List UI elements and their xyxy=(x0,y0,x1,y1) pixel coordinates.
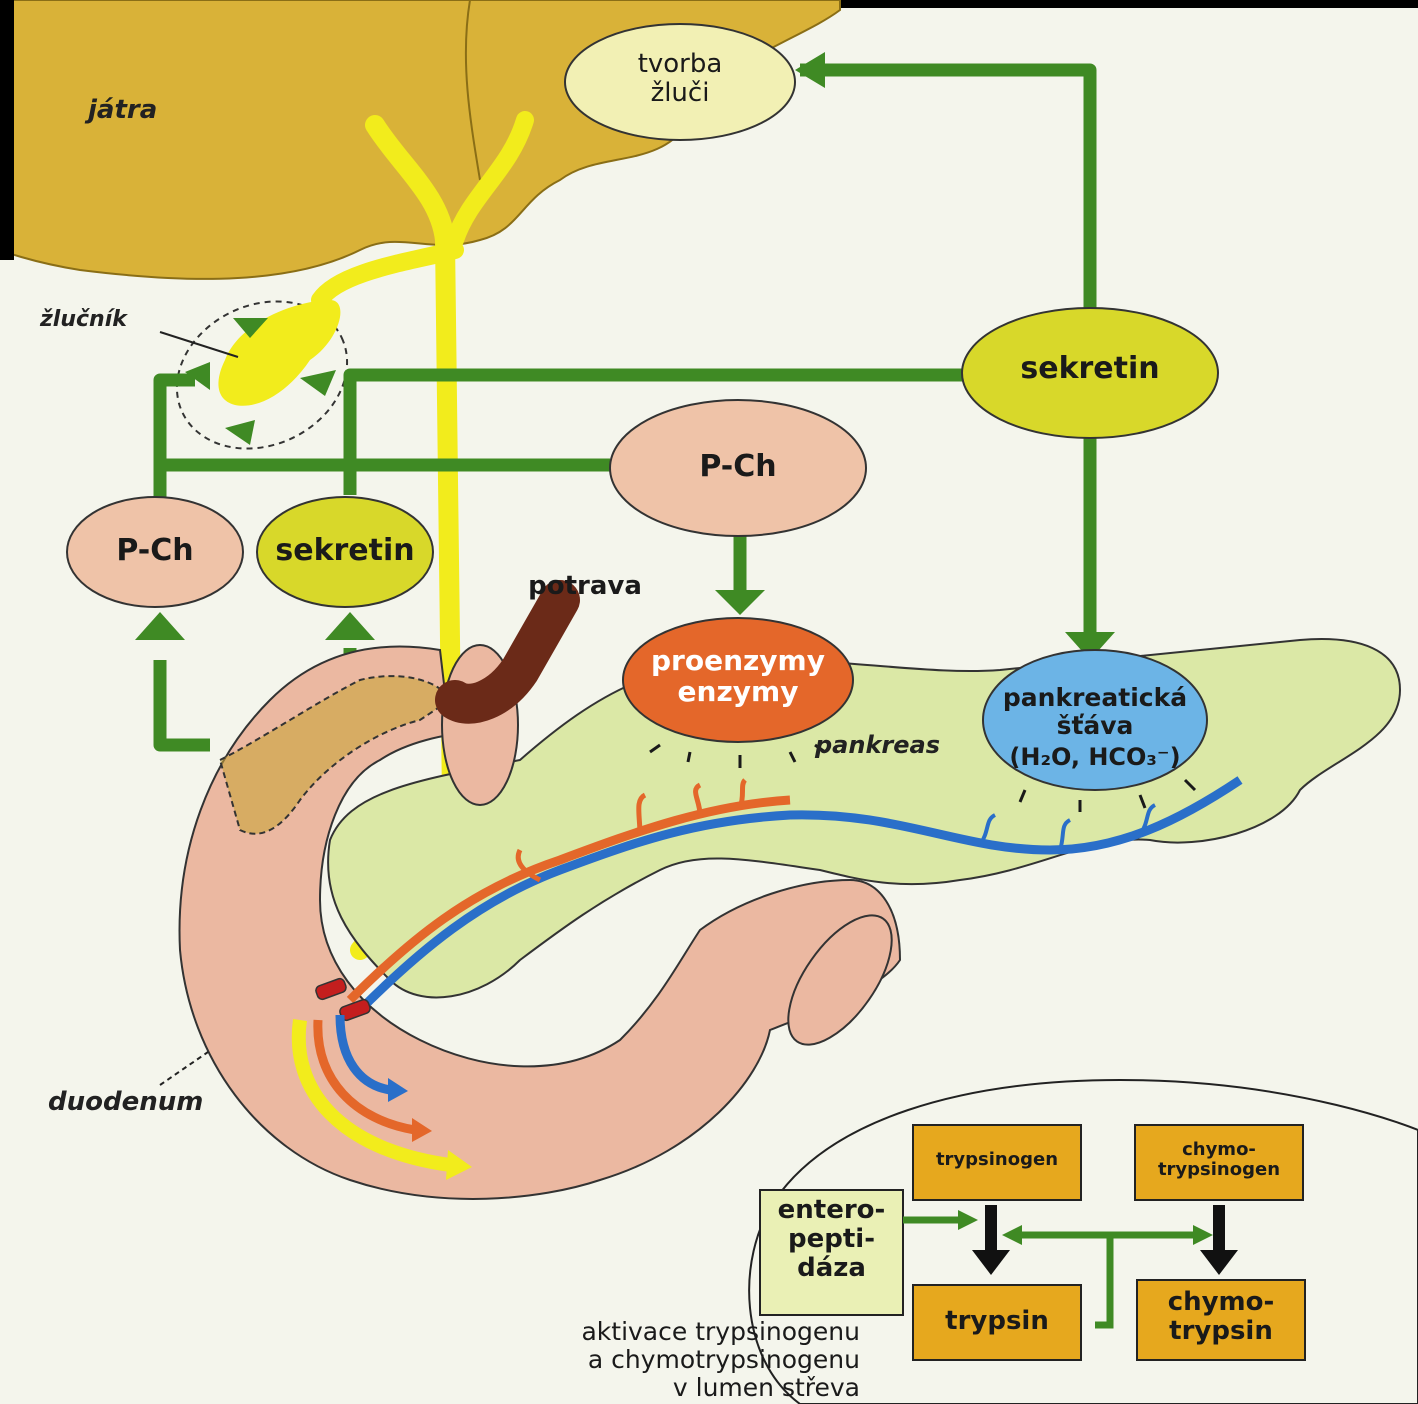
activation-caption: aktivace trypsinogenu a chymotrypsinogen… xyxy=(480,1318,860,1402)
chymotrypsin-label: chymo- trypsin xyxy=(1137,1288,1305,1346)
trypsinogen-label: trypsinogen xyxy=(913,1150,1081,1170)
pancreatic-juice-formula: (H₂O, HCO₃⁻) xyxy=(985,744,1205,771)
pancreas-label: pankreas xyxy=(815,732,940,759)
pch-middle-label: P-Ch xyxy=(668,450,808,484)
food-label: potrava xyxy=(505,572,665,601)
pancreatic-juice-label: pankreatická šťáva xyxy=(985,684,1205,740)
enteropeptidase-label: entero- pepti- dáza xyxy=(760,1196,903,1283)
chymotrypsinogen-label: chymo- trypsinogen xyxy=(1135,1140,1303,1180)
duodenum-label: duodenum xyxy=(48,1088,203,1117)
proenzymes-label: proenzymy enzymy xyxy=(630,645,846,708)
trypsin-label: trypsin xyxy=(913,1307,1081,1336)
secretin-left-label: sekretin xyxy=(265,534,425,568)
duodenum-leader xyxy=(160,1052,208,1085)
gallbladder-label: žlučník xyxy=(40,308,127,333)
secretin-right-label: sekretin xyxy=(990,352,1190,386)
pch-left-label: P-Ch xyxy=(85,534,225,568)
bile-formation-label: tvorba žluči xyxy=(600,50,760,108)
left-dark-edge xyxy=(0,0,14,260)
liver-label: játra xyxy=(88,96,157,125)
